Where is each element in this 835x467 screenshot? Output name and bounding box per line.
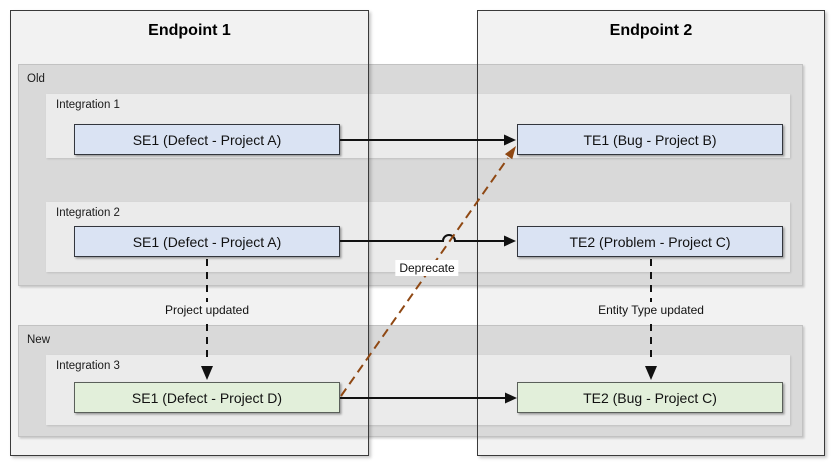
new-band-label: New: [27, 334, 51, 346]
endpoint-2-title: Endpoint 2: [609, 22, 693, 39]
entity-te1-integration1: TE1 (Bug - Project B): [517, 124, 783, 155]
project-updated-label: Project updated: [160, 302, 254, 318]
deprecate-label: Deprecate: [395, 260, 459, 276]
entity-se1-integration1: SE1 (Defect - Project A): [74, 124, 340, 155]
endpoint-1-title: Endpoint 1: [148, 22, 231, 39]
integration-2-label: Integration 2: [56, 207, 120, 219]
entity-se1-integration3: SE1 (Defect - Project D): [74, 382, 340, 413]
old-band-label: Old: [27, 73, 45, 85]
entity-se1-integration2: SE1 (Defect - Project A): [74, 226, 340, 257]
integration-1-label: Integration 1: [56, 99, 120, 111]
entity-te2-integration3: TE2 (Bug - Project C): [517, 382, 783, 413]
entity-te2-integration2: TE2 (Problem - Project C): [517, 226, 783, 257]
entity-type-updated-label: Entity Type updated: [594, 302, 708, 318]
integration-3-label: Integration 3: [56, 360, 120, 372]
